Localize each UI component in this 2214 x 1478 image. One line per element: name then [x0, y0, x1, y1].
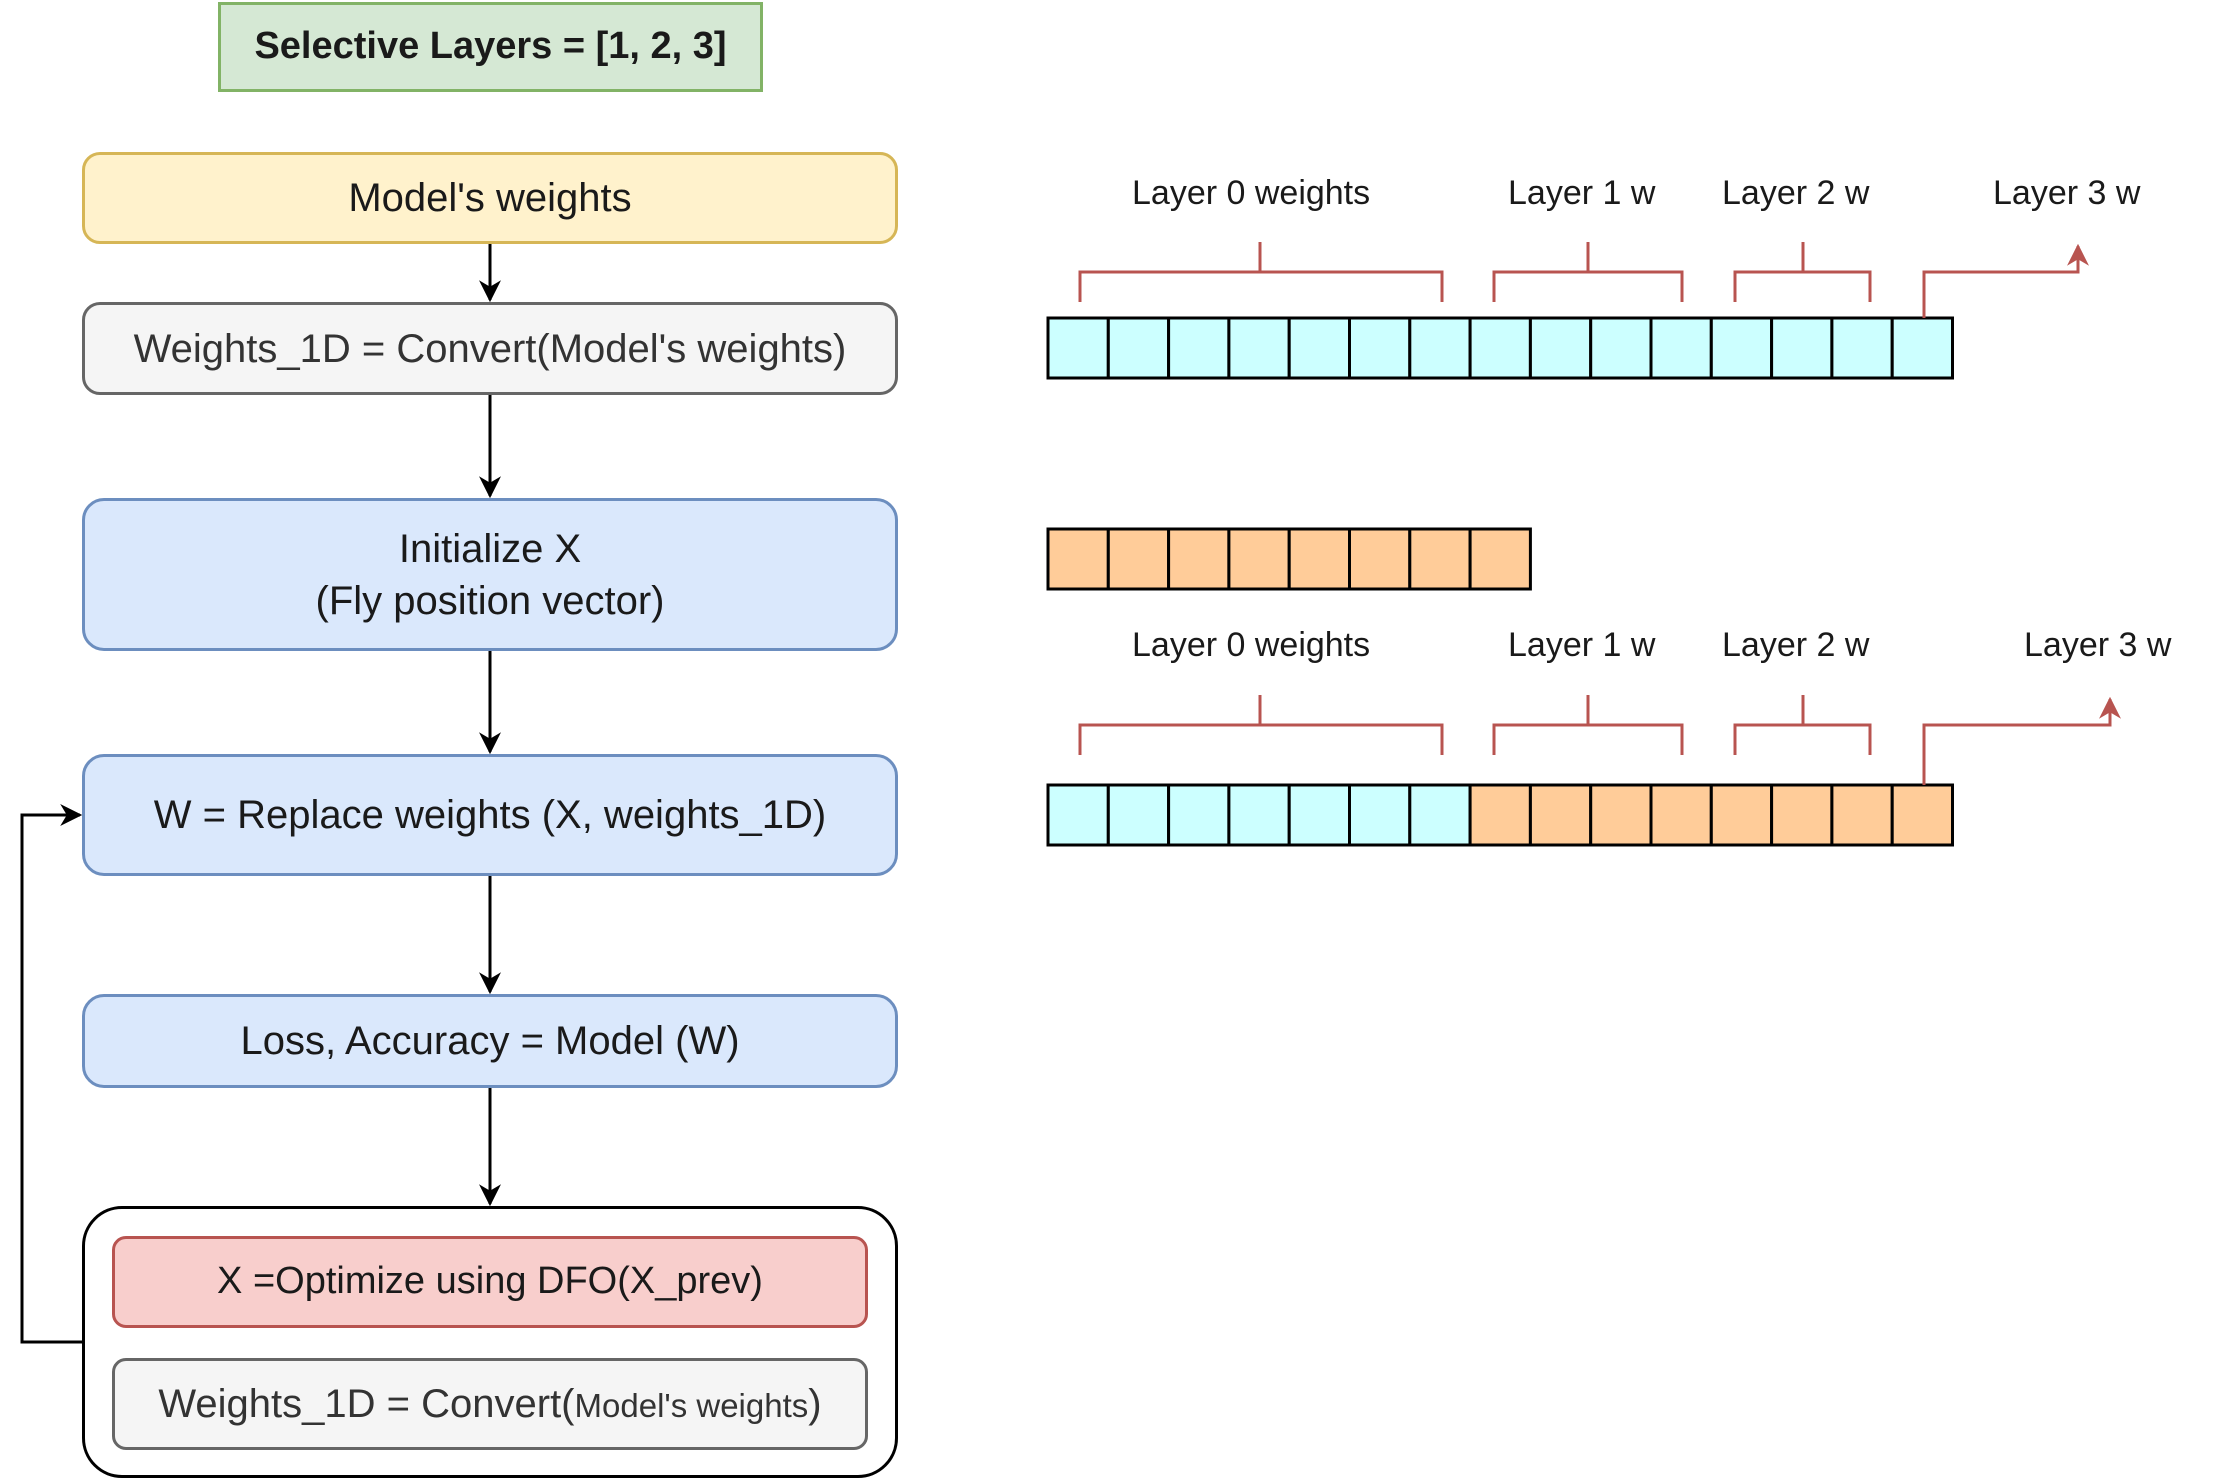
bottom-array-cell	[1167, 783, 1231, 847]
bottom-brackets	[1078, 695, 2121, 785]
convert2-prefix: Weights_1D = Convert(	[158, 1382, 575, 1426]
bottom-label-layer3: Layer 3 w	[2024, 626, 2172, 664]
bottom-array-cell	[1890, 783, 1954, 847]
bottom-array-cell	[1770, 783, 1834, 847]
bottom-array-cell	[1468, 783, 1532, 847]
top-array-cell	[1287, 316, 1351, 380]
top-array-cell	[1046, 316, 1110, 380]
top-array-cell	[1770, 316, 1834, 380]
bottom-label-layer2: Layer 2 w	[1722, 626, 1870, 664]
top-bracket-layer3	[1922, 243, 2089, 318]
x-position-vector-array	[1046, 527, 1532, 591]
top-array-cell	[1348, 316, 1412, 380]
initialize-label-line1: Initialize X	[398, 526, 582, 571]
x-vector-cell	[1046, 527, 1110, 591]
bottom-array-cell	[1830, 783, 1894, 847]
top-weights-array	[1046, 316, 1954, 380]
top-array-cell	[1830, 316, 1894, 380]
x-vector-cell	[1106, 527, 1171, 591]
bottom-array-cell	[1106, 783, 1171, 847]
model-weights-box: Model's weights	[82, 152, 898, 244]
bottom-array-cell	[1287, 783, 1351, 847]
bottom-array-cell	[1408, 783, 1472, 847]
bottom-replaced-weights-array	[1046, 783, 1954, 847]
loop-back-arrow	[20, 804, 84, 1344]
top-bracket-layer0	[1078, 242, 1444, 302]
bottom-bracket-layer2	[1733, 695, 1872, 755]
x-vector-cell	[1468, 527, 1532, 591]
bottom-array-cell	[1709, 783, 1774, 847]
replace-weights-label: W = Replace weights (X, weights_1D)	[153, 793, 827, 837]
selective-layers-box: Selective Layers = [1, 2, 3]	[218, 2, 763, 92]
bottom-array-cell	[1227, 783, 1291, 847]
initialize-label-line2: (Fly position vector)	[315, 578, 665, 623]
x-vector-cell	[1348, 527, 1412, 591]
bottom-array-cell	[1046, 783, 1110, 847]
top-array-cell	[1227, 316, 1291, 380]
bottom-label-layer1: Layer 1 w	[1508, 626, 1656, 664]
top-label-layer2: Layer 2 w	[1722, 174, 1870, 212]
top-array-cell	[1528, 316, 1593, 380]
top-brackets	[1078, 242, 2089, 318]
convert-box: Weights_1D = Convert(Model's weights)	[82, 302, 898, 395]
loss-accuracy-label: Loss, Accuracy = Model (W)	[240, 1019, 740, 1063]
top-bracket-layer1	[1492, 242, 1684, 302]
top-array-cell	[1468, 316, 1532, 380]
x-vector-cell	[1227, 527, 1291, 591]
loss-accuracy-box: Loss, Accuracy = Model (W)	[82, 994, 898, 1088]
top-label-layer1: Layer 1 w	[1508, 174, 1656, 212]
selective-layers-label: Selective Layers = [1, 2, 3]	[254, 25, 727, 68]
bottom-array-cell	[1649, 783, 1713, 847]
convert-box-2: Weights_1D = Convert(Model's weights)	[112, 1358, 868, 1450]
top-array-cell	[1709, 316, 1774, 380]
bottom-bracket-layer3	[1922, 696, 2121, 785]
x-vector-cell	[1167, 527, 1231, 591]
convert2-label: Weights_1D = Convert(Model's weights)	[158, 1378, 821, 1430]
bottom-label-layer0: Layer 0 weights	[1132, 626, 1371, 664]
x-vector-cell	[1287, 527, 1351, 591]
convert-label: Weights_1D = Convert(Model's weights)	[133, 326, 847, 371]
x-vector-cell	[1408, 527, 1472, 591]
optimize-label: X =Optimize using DFO(X_prev)	[217, 1260, 763, 1303]
top-label-layer0: Layer 0 weights	[1132, 174, 1371, 212]
top-array-cell	[1589, 316, 1653, 380]
top-array-cell	[1106, 316, 1171, 380]
top-array-cell	[1890, 316, 1954, 380]
bottom-bracket-layer1	[1492, 695, 1684, 755]
convert2-arg: Model's weights	[574, 1387, 809, 1424]
model-weights-label: Model's weights	[348, 176, 632, 220]
bottom-array-cell	[1348, 783, 1412, 847]
optimize-box: X =Optimize using DFO(X_prev)	[112, 1236, 868, 1328]
top-array-cell	[1408, 316, 1472, 380]
top-bracket-layer2	[1733, 242, 1872, 302]
bottom-array-cell	[1528, 783, 1593, 847]
top-label-layer3: Layer 3 w	[1993, 174, 2141, 212]
bottom-array-cell	[1589, 783, 1653, 847]
top-array-cell	[1167, 316, 1231, 380]
replace-weights-box: W = Replace weights (X, weights_1D)	[82, 754, 898, 876]
bottom-bracket-layer0	[1078, 695, 1444, 755]
convert2-suffix: )	[808, 1382, 822, 1426]
top-array-cell	[1649, 316, 1713, 380]
initialize-box: Initialize X (Fly position vector)	[82, 498, 898, 651]
